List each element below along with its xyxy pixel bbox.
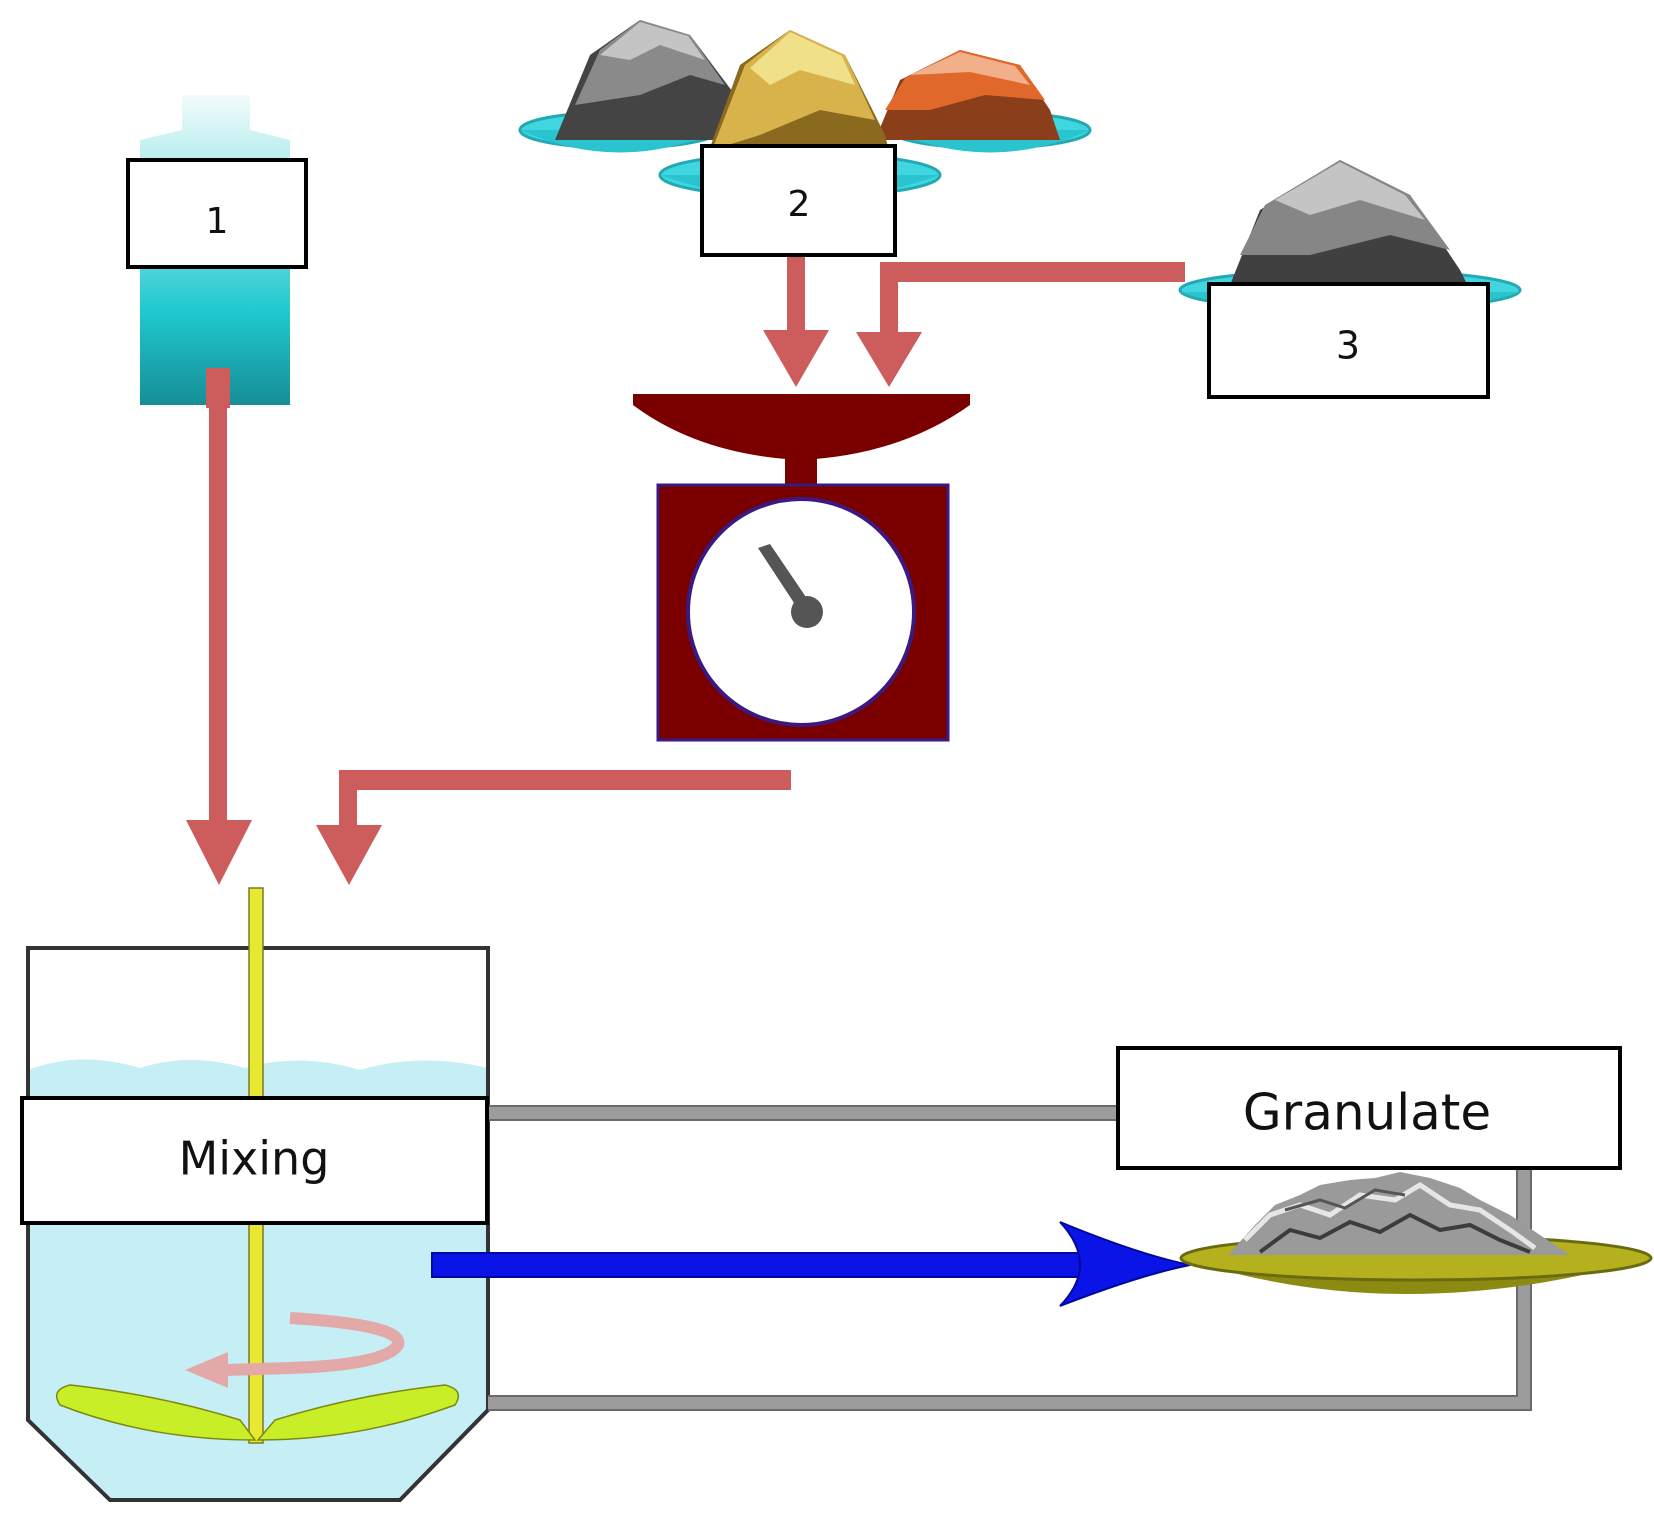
- feed-arrow-2-to-scale: [763, 255, 829, 387]
- label-granulate: Granulate: [1116, 1046, 1622, 1170]
- label-granulate-text: Granulate: [1243, 1084, 1491, 1142]
- label-1: 1: [126, 158, 308, 269]
- label-2: 2: [700, 144, 897, 257]
- weighing-scale-icon: [633, 394, 970, 742]
- granulate-tray-icon: [1179, 1172, 1653, 1294]
- label-mixing-text: Mixing: [179, 1132, 330, 1186]
- output-arrow: [431, 1221, 1191, 1307]
- label-3-text: 3: [1336, 324, 1360, 368]
- label-mixing: Mixing: [20, 1096, 489, 1225]
- label-3: 3: [1207, 282, 1490, 399]
- feed-arrow-scale-to-mixer: [316, 770, 791, 885]
- feed-arrow-3-to-scale: [856, 262, 1185, 387]
- label-1-text: 1: [206, 201, 229, 242]
- feed-arrow-1-to-mixer: [186, 405, 252, 885]
- label-2-text: 2: [788, 184, 811, 225]
